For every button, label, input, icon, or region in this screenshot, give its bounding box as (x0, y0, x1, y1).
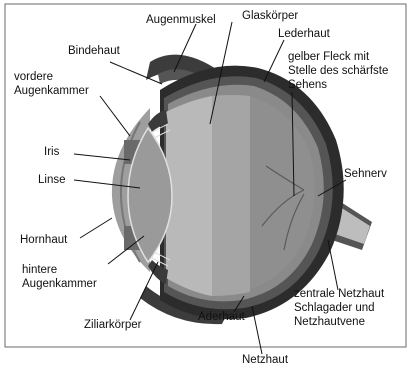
label-vordere-augenkammer-line-1: vordere (14, 70, 89, 84)
label-netzhaut: Netzhaut (242, 353, 288, 367)
label-hintere-augenkammer: hintere Augenkammer (22, 263, 97, 291)
label-bindehaut: Bindehaut (68, 44, 120, 58)
label-hintere-augenkammer-line-1: hintere (22, 263, 97, 277)
label-zentrale-netzhaut-line-1: zentrale Netzhaut (294, 287, 384, 301)
label-glaskoerper: Glaskörper (242, 9, 298, 23)
label-zentrale-netzhaut-line-3: Netzhautvene (294, 315, 384, 329)
label-lederhaut: Lederhaut (278, 27, 330, 41)
label-iris: Iris (44, 145, 59, 159)
label-gelber-fleck: gelber Fleck mit Stelle des schärfste Se… (288, 50, 388, 92)
label-zentrale-netzhaut-line-2: Schlagader und (294, 301, 384, 315)
label-hintere-augenkammer-line-2: Augenkammer (22, 277, 97, 291)
label-aderhaut: Aderhaut (198, 310, 245, 324)
label-gelber-fleck-line-1: gelber Fleck mit (288, 50, 388, 64)
label-linse: Linse (38, 173, 66, 187)
label-hornhaut: Hornhaut (20, 233, 67, 247)
label-gelber-fleck-line-2: Stelle des schärfste (288, 64, 388, 78)
label-augenmuskel: Augenmuskel (146, 13, 216, 27)
label-ziliarkoerper: Ziliarkörper (84, 318, 142, 332)
label-vordere-augenkammer-line-2: Augenkammer (14, 84, 89, 98)
label-sehnerv: Sehnerv (344, 167, 387, 181)
vitreous-mid-region (212, 95, 250, 296)
vitreous-light-region (166, 96, 212, 296)
label-gelber-fleck-line-3: Sehens (288, 78, 388, 92)
label-vordere-augenkammer: vordere Augenkammer (14, 70, 89, 98)
label-zentrale-netzhaut: zentrale Netzhaut Schlagader und Netzhau… (294, 287, 384, 329)
